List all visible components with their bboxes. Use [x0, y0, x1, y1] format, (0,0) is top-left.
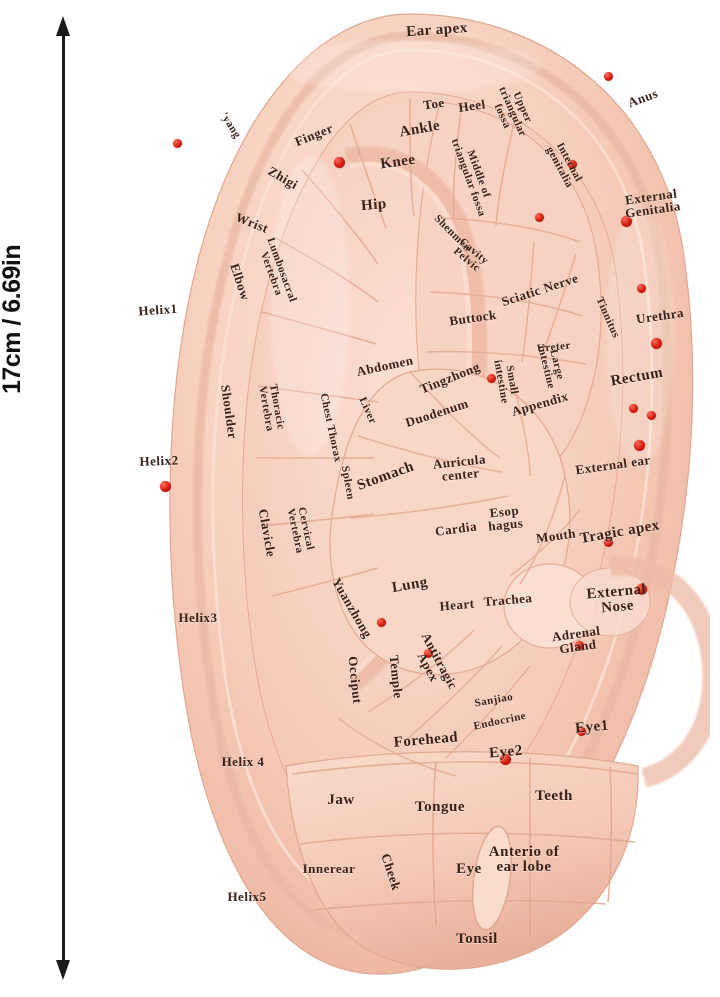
region-label-helix3: Helix3	[178, 611, 217, 625]
label-line: Hip	[360, 196, 388, 215]
highlight-left	[270, 156, 350, 456]
acupoint-marker	[634, 440, 645, 451]
region-label-teeth: Teeth	[535, 788, 573, 805]
acupoint-marker	[500, 754, 511, 765]
label-line: Tonsil	[456, 931, 498, 948]
acupoint-marker	[651, 338, 662, 349]
label-line: Jaw	[327, 792, 355, 809]
acupoint-marker	[636, 584, 647, 595]
label-line: Anterio of	[488, 844, 560, 860]
region-label-innerear: Innerear	[303, 862, 356, 876]
acupoint-marker	[160, 481, 171, 492]
label-line: Helix5	[227, 889, 267, 905]
label-line: Helix3	[178, 610, 218, 626]
mid-region-dividers	[425, 217, 587, 365]
arrow-shaft	[62, 26, 65, 970]
acupoint-marker	[424, 649, 433, 658]
label-line: Innerear	[302, 861, 356, 877]
lower-region-dividers	[337, 629, 531, 777]
acupoint-marker	[629, 404, 638, 413]
lobe-grid	[291, 757, 638, 936]
region-label-eye2: Eye2	[488, 742, 524, 763]
acupoint-marker	[568, 160, 577, 169]
acupoint-marker	[535, 213, 544, 222]
region-label-tongue: Tongue	[415, 799, 465, 816]
highlight-right	[606, 206, 674, 466]
dimension-label: 17cm / 6.69in	[0, 244, 26, 394]
acupoint-marker	[577, 727, 586, 736]
label-line: Eye1	[574, 717, 610, 737]
acupoint-marker	[604, 72, 613, 81]
region-label-toe: Toe	[422, 94, 446, 113]
region-label-helix2: Helix2	[139, 452, 179, 469]
label-line: Tongue	[415, 799, 465, 816]
region-label-helix4: Helix 4	[222, 755, 265, 769]
highlight-top	[280, 40, 540, 92]
acupoint-marker	[377, 618, 386, 627]
ear-shape	[169, 13, 710, 975]
region-label-helix5: Helix5	[227, 890, 266, 904]
region-label-helix1: Helix1	[137, 300, 179, 319]
region-label-eye: Eye	[456, 861, 482, 878]
acupoint-marker	[637, 284, 646, 293]
dimension-arrow	[56, 8, 70, 988]
region-label-eye1: Eye1	[574, 717, 610, 738]
label-line: Helix 4	[221, 754, 265, 770]
region-label-jaw: Jaw	[327, 792, 355, 809]
arrow-head-down-icon	[56, 960, 70, 980]
tragus-ridge	[609, 555, 710, 788]
label-line: Helix1	[137, 300, 179, 319]
label-line: Teeth	[535, 788, 573, 805]
label-line: Toe	[422, 94, 446, 113]
acupoint-marker	[575, 641, 584, 650]
acupoint-marker	[334, 157, 345, 168]
acupoint-marker	[604, 538, 613, 547]
acupoint-marker	[487, 374, 496, 383]
cheek-region	[472, 825, 512, 931]
region-label-hip: Hip	[360, 196, 388, 215]
acupoint-marker	[173, 139, 182, 148]
concha-dividers	[349, 371, 581, 585]
trachea-bump	[569, 567, 651, 637]
label-line: Heart	[438, 595, 476, 614]
label-line: Eye2	[488, 742, 524, 762]
acupoint-marker	[621, 216, 632, 227]
label-line: Eye	[456, 861, 482, 878]
label-line: Helix2	[139, 452, 179, 469]
region-label-tonsil: Tonsil	[456, 931, 498, 948]
ear-lobe	[285, 751, 639, 970]
region-label-heart: Heart	[438, 595, 476, 614]
label-line: hagus	[487, 515, 524, 534]
acupoint-marker	[647, 411, 656, 420]
label-line: ear lobe	[496, 859, 552, 875]
